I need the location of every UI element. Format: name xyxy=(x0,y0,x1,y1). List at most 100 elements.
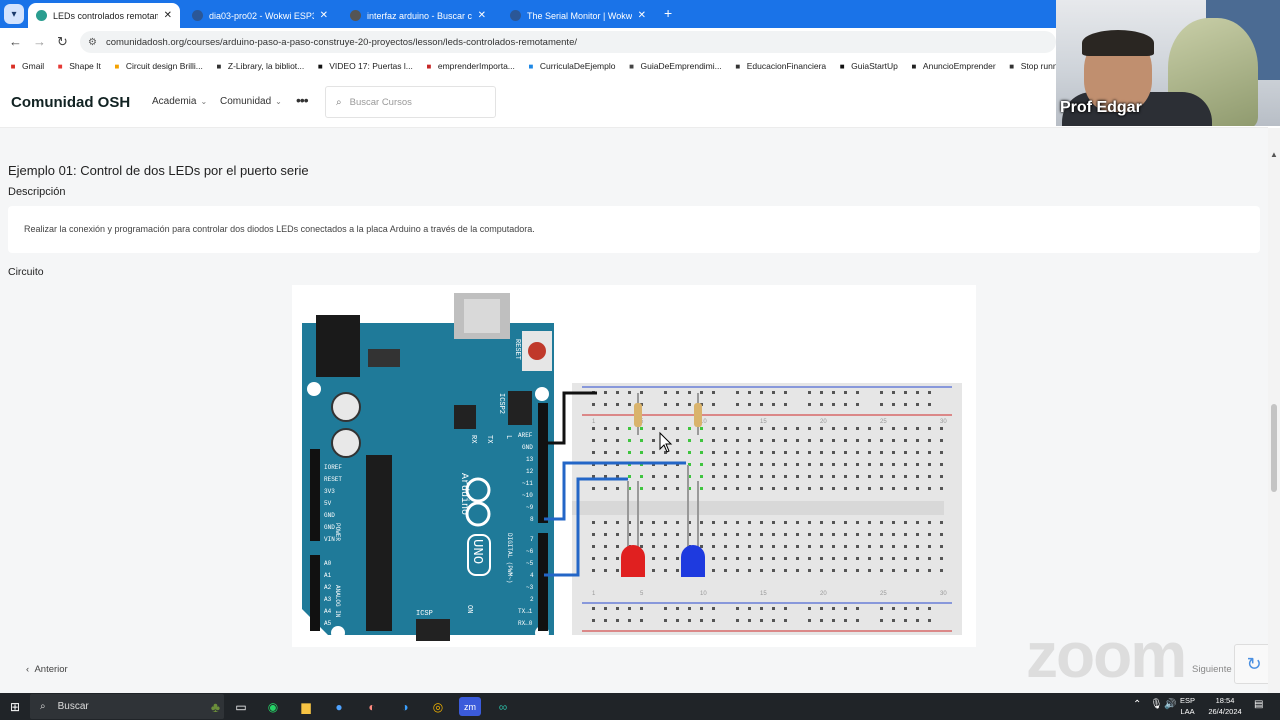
arduino-ide-icon[interactable]: ∞ xyxy=(498,699,508,714)
bookmark-item[interactable]: ■emprenderImporta... xyxy=(424,61,514,71)
breadboard-hole xyxy=(688,451,691,454)
app-icon[interactable]: ● xyxy=(335,699,343,714)
bookmark-item[interactable]: ■EducacionFinanciera xyxy=(733,61,826,71)
breadboard-hole xyxy=(592,569,595,572)
app-icon-2[interactable]: ◐ xyxy=(368,699,376,714)
next-lesson-link[interactable]: Siguiente xyxy=(1192,664,1232,675)
windows-start-icon[interactable]: ⊞ xyxy=(9,699,21,714)
reload-icon[interactable]: ↻ xyxy=(57,34,68,49)
breadboard-hole xyxy=(616,439,619,442)
taskbar-search[interactable]: ⌕ Buscar ♣ xyxy=(30,694,224,719)
breadboard-hole xyxy=(760,439,763,442)
breadboard-hole xyxy=(676,545,679,548)
breadboard-hole xyxy=(820,427,823,430)
language-indicator[interactable]: ESP LAA xyxy=(1180,695,1195,717)
breadboard-hole xyxy=(712,607,715,610)
more-menu-icon[interactable]: ••• xyxy=(296,92,309,108)
bookmark-item[interactable]: ■CurriculaDeEjemplo xyxy=(526,61,615,71)
task-view-icon[interactable]: ▭ xyxy=(235,699,247,714)
breadboard-hole xyxy=(928,619,931,622)
digital-pin-label: GND xyxy=(522,444,533,451)
chip-small xyxy=(454,405,476,429)
breadboard-hole xyxy=(628,607,631,610)
breadboard-hole xyxy=(844,487,847,490)
breadboard-hole xyxy=(748,521,751,524)
bookmark-item[interactable]: ■GuiaDeEmprendimi... xyxy=(626,61,722,71)
digital-header-top xyxy=(538,403,548,523)
breadboard-column-number: 10 xyxy=(700,419,707,425)
breadboard-hole xyxy=(820,391,823,394)
close-tab-icon[interactable]: ✕ xyxy=(477,10,486,21)
clock[interactable]: 18:54 26/4/2024 xyxy=(1204,695,1246,717)
notifications-icon[interactable]: ▤ xyxy=(1254,699,1264,710)
new-tab-button[interactable]: + xyxy=(664,5,673,21)
reset-button[interactable] xyxy=(528,342,546,360)
browser-tab[interactable]: The Serial Monitor | Wokwi D✕ xyxy=(502,3,654,28)
breadboard-hole xyxy=(616,521,619,524)
breadboard-hole xyxy=(808,607,811,610)
site-info-icon[interactable]: ⚙ xyxy=(88,36,97,48)
microphone-icon[interactable]: 🎙 xyxy=(1150,699,1163,710)
scroll-up-icon[interactable]: ▲ xyxy=(1270,150,1278,159)
power-pin-label: GND xyxy=(324,524,335,531)
bookmark-item[interactable]: ■AnuncioEmprender xyxy=(909,61,996,71)
bookmark-item[interactable]: ■Gmail xyxy=(8,61,45,71)
digital-pin-label: 2 xyxy=(530,596,534,603)
breadboard-hole xyxy=(724,463,727,466)
breadboard-hole xyxy=(820,463,823,466)
close-tab-icon[interactable]: ✕ xyxy=(637,10,646,21)
breadboard-hole xyxy=(772,403,775,406)
digital-pin-label: ~3 xyxy=(526,584,534,591)
back-icon[interactable]: ← xyxy=(9,34,22,49)
breadboard-hole xyxy=(916,545,919,548)
forward-icon[interactable]: → xyxy=(33,34,46,49)
menu-academia[interactable]: Academia⌄ xyxy=(152,96,207,107)
bookmark-item[interactable]: ■GuiaStartUp xyxy=(837,61,898,71)
bookmark-item[interactable]: ■Z-Library, la bibliot... xyxy=(214,61,304,71)
browser-tab[interactable]: dia03-pro02 - Wokwi ESP32, S✕ xyxy=(184,3,336,28)
scrollbar-thumb[interactable] xyxy=(1271,404,1277,492)
bookmark-item[interactable]: ■Circuit design Brilli... xyxy=(112,61,202,71)
bookmark-item[interactable]: ■VIDEO 17: Puertas l... xyxy=(315,61,413,71)
icsp-label: ICSP xyxy=(416,610,433,618)
course-search-input[interactable]: ⌕ Buscar Cursos xyxy=(325,86,496,118)
bookmark-item[interactable]: ■Stop running xyxy=(1007,61,1056,71)
chrome-icon[interactable]: ◎ xyxy=(432,699,444,714)
close-tab-icon[interactable]: ✕ xyxy=(319,10,328,21)
breadboard-hole xyxy=(700,521,703,524)
breadboard-hole xyxy=(844,545,847,548)
mouse-cursor-icon xyxy=(659,431,673,453)
breadboard-hole xyxy=(892,487,895,490)
address-bar[interactable]: ⚙ comunidadosh.org/courses/arduino-paso-… xyxy=(80,31,1056,53)
breadboard-hole xyxy=(736,403,739,406)
breadboard-hole xyxy=(868,569,871,572)
page-scrollbar[interactable]: ▲ xyxy=(1268,128,1280,693)
breadboard-hole xyxy=(844,427,847,430)
tray-chevron-up-icon[interactable]: ⌃ xyxy=(1133,699,1142,710)
browser-tab[interactable]: interfaz arduino - Buscar con I✕ xyxy=(342,3,494,28)
bookmark-item[interactable]: ■Shape It xyxy=(55,61,101,71)
file-explorer-icon[interactable]: ▆ xyxy=(301,699,311,714)
breadboard-hole xyxy=(604,487,607,490)
bookmark-label: Shape It xyxy=(69,61,101,71)
zoom-icon[interactable]: zm xyxy=(459,697,481,716)
previous-lesson-link[interactable]: ‹ Anterior xyxy=(26,664,68,675)
breadboard-hole xyxy=(604,557,607,560)
circuit-icon: ■ xyxy=(114,61,120,71)
site-logo[interactable]: Comunidad OSH xyxy=(11,94,131,111)
arduino-logo-left xyxy=(465,477,491,503)
breadboard-hole xyxy=(796,533,799,536)
breadboard-hole xyxy=(940,569,943,572)
volume-icon[interactable]: 🔊 xyxy=(1164,699,1177,710)
edge-icon[interactable]: ◑ xyxy=(401,699,409,714)
browser-tab[interactable]: LEDs controlados remotamente✕ xyxy=(28,3,180,28)
whatsapp-icon[interactable]: ◉ xyxy=(267,699,279,714)
breadboard-hole xyxy=(592,451,595,454)
breadboard-hole xyxy=(820,487,823,490)
breadboard-hole xyxy=(856,557,859,560)
close-tab-icon[interactable]: ✕ xyxy=(163,10,172,21)
zlib-icon: ■ xyxy=(216,61,222,71)
breadboard-hole xyxy=(832,607,835,610)
tab-search-button[interactable]: ▾ xyxy=(4,4,24,24)
menu-comunidad[interactable]: Comunidad⌄ xyxy=(220,96,282,107)
